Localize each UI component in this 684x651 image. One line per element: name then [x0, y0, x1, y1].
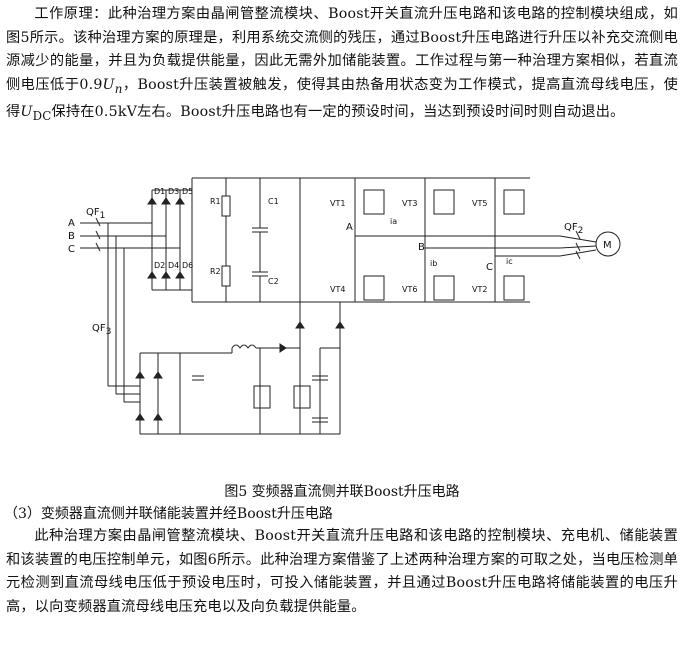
d6-label: D6	[182, 261, 193, 270]
phase-b-label: B	[68, 231, 75, 242]
vt3-label: VT3	[402, 199, 417, 208]
vt1-label: VT1	[330, 199, 345, 208]
vt5-label: VT5	[472, 199, 487, 208]
vt4-label: VT4	[330, 285, 345, 294]
p1-part-c: 保持在0.5kV左右。Boost升压电路也有一定的预设时间，当达到预设时间时则自…	[51, 104, 625, 121]
qf2-label: QF2	[564, 222, 583, 236]
qf3-label: QF3	[92, 323, 111, 337]
p1-part-b: ，Boost升压装置被触发，使得其由热备用状态变为工作模式，提高直流母线电压，使…	[6, 76, 678, 121]
p1-part-a: 工作原理：此种治理方案由晶闸管整流模块、Boost开关直流升压电路和该电路的控制…	[6, 6, 678, 93]
d2-label: D2	[154, 261, 165, 270]
phase-c-label: C	[68, 244, 75, 255]
figure-caption: 图5 变频器直流侧并联Boost升压电路	[224, 484, 460, 500]
p1-udc-sub: DC	[32, 109, 52, 124]
node-b-label: B	[418, 242, 425, 253]
paragraph-working-principle: 工作原理：此种治理方案由晶闸管整流模块、Boost开关直流升压电路和该电路的控制…	[6, 3, 678, 129]
ia-label: ia	[390, 217, 397, 226]
circuit-figure: A B C QF1 QF2 QF3 D1 D3 D5 D2 D4 D6 R1 R…	[68, 177, 621, 435]
node-a-label: A	[346, 222, 353, 233]
vt6-label: VT6	[402, 285, 417, 294]
ic-label: ic	[506, 257, 513, 266]
c1-label: C1	[268, 197, 279, 206]
c2-label: C2	[268, 277, 279, 286]
p1-udc: U	[20, 104, 33, 121]
section-heading: （3）变频器直流侧并联储能装置并经Boost升压电路	[4, 506, 333, 522]
r1-label: R1	[210, 197, 221, 206]
d5-label: D5	[182, 187, 193, 196]
qf1-label: QF1	[86, 207, 105, 221]
ib-label: ib	[430, 259, 437, 268]
p1-un-sub: n	[114, 81, 123, 96]
d1-label: D1	[154, 187, 165, 196]
p1-un: U	[102, 76, 115, 93]
d4-label: D4	[168, 261, 179, 270]
r2-label: R2	[210, 267, 221, 276]
phase-a-label: A	[68, 218, 75, 229]
node-c-label: C	[486, 262, 493, 273]
p2-text: 此种治理方案由晶闸管整流模块、Boost开关直流升压电路和该电路的控制模块、充电…	[6, 528, 678, 615]
paragraph-scheme-3: 此种治理方案由晶闸管整流模块、Boost开关直流升压电路和该电路的控制模块、充电…	[6, 525, 678, 619]
d3-label: D3	[168, 187, 179, 196]
vt2-label: VT2	[472, 285, 487, 294]
motor-label: M	[603, 240, 612, 251]
